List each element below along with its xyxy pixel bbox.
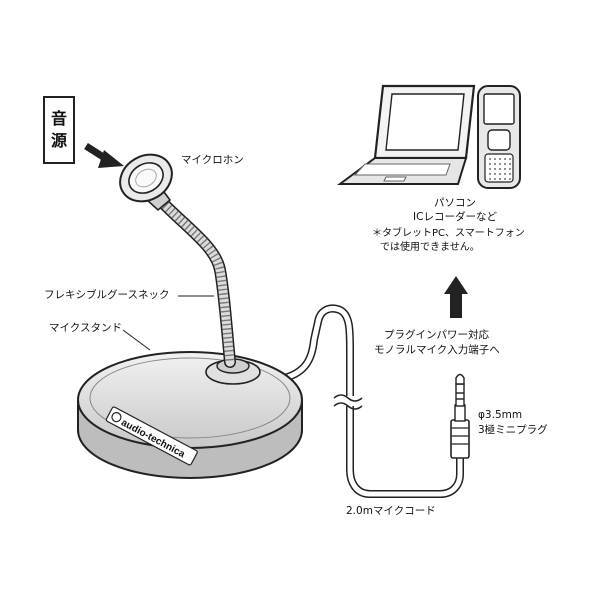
device-label-line2: ICレコーダーなど xyxy=(413,211,497,223)
microphone-label: マイクロホン xyxy=(181,154,244,166)
input-label-line1: プラグインパワー対応 xyxy=(384,329,489,341)
mini-plug xyxy=(450,373,470,459)
mic-stand-label: マイクスタンド xyxy=(49,322,122,334)
sound-source-box: 音 源 xyxy=(43,96,75,164)
note-line2: では使用できません。 xyxy=(380,242,480,253)
flex-neck-label: フレキシブルグースネック xyxy=(44,289,170,301)
microphone-head xyxy=(119,153,173,212)
source-char-1: 音 xyxy=(50,109,67,128)
device-label-line1: パソコン xyxy=(434,197,476,209)
input-label-line2: モノラルマイク入力端子へ xyxy=(374,344,500,356)
cord-break-mark xyxy=(333,394,364,410)
source-char-2: 源 xyxy=(50,131,67,150)
mic-stand-leader xyxy=(122,329,151,351)
plug-label-line1: φ3.5mm xyxy=(478,409,523,421)
laptop-icon xyxy=(336,84,476,185)
plug-label-line2: 3極ミニプラグ xyxy=(478,424,548,436)
cord-label: 2.0mマイクコード xyxy=(346,505,436,517)
sound-arrow-icon xyxy=(84,143,124,168)
note-line1: ＊タブレットPC、スマートフォン xyxy=(372,228,525,239)
up-arrow-icon xyxy=(444,276,468,318)
ic-recorder-icon xyxy=(477,85,521,189)
flex-gooseneck xyxy=(159,199,236,368)
